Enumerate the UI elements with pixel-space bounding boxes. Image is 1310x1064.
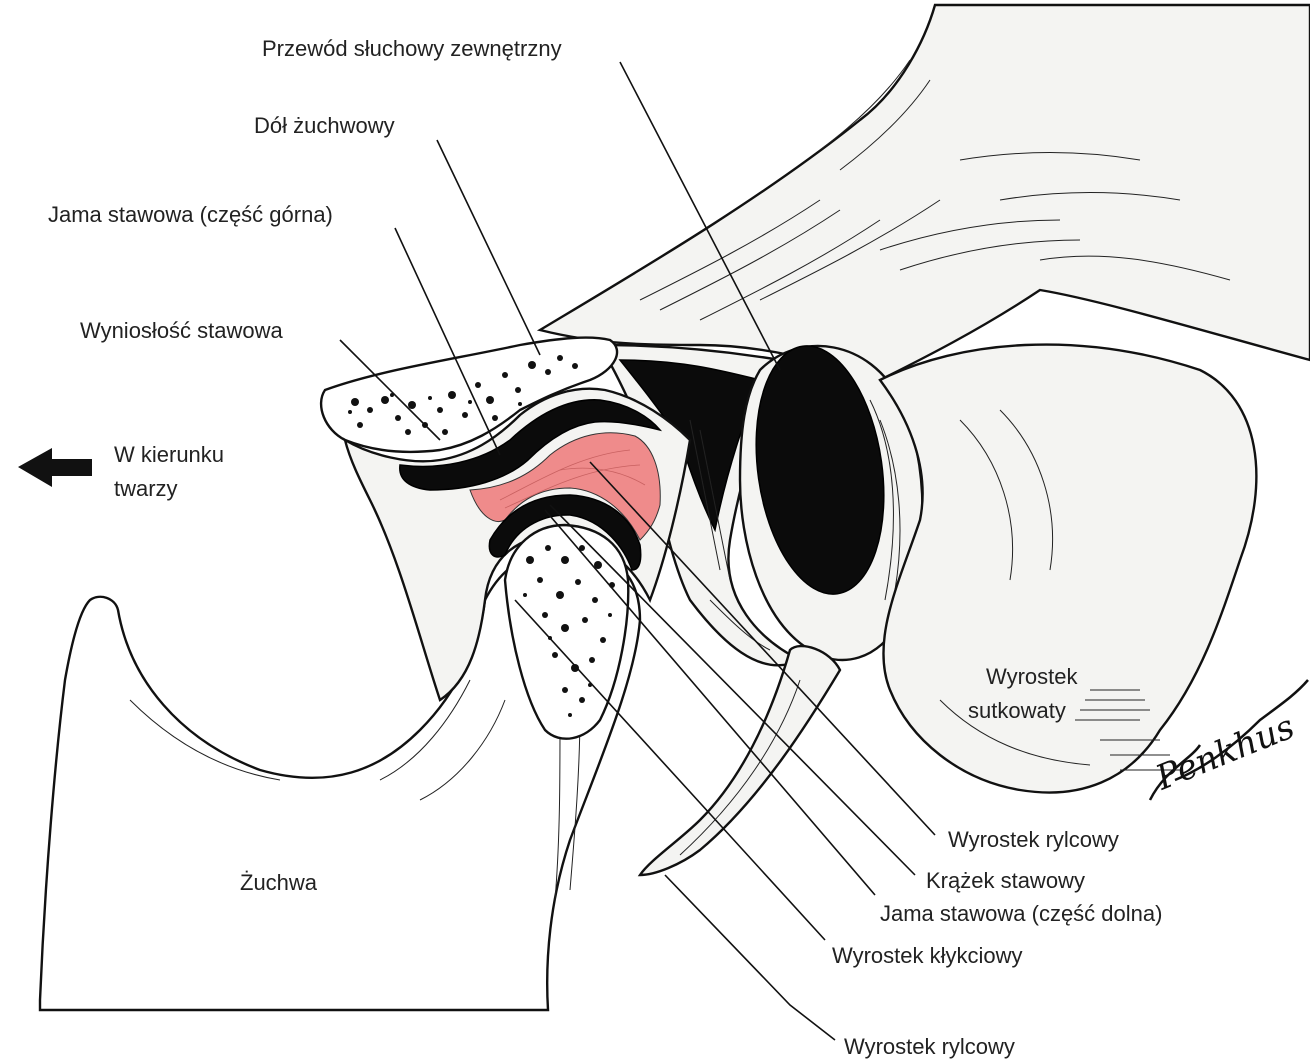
label-upper-joint-cavity: Jama stawowa (część górna) — [48, 202, 333, 227]
label-direction-line1: W kierunku — [114, 442, 224, 467]
label-external-auditory-meatus: Przewód słuchowy zewnętrzny — [262, 36, 562, 61]
label-styloid-upper: Wyrostek rylcowy — [948, 827, 1119, 852]
label-articular-disc: Krążek stawowy — [926, 868, 1085, 893]
leader-mandibular-fossa — [437, 140, 540, 355]
label-mandibular-fossa: Dół żuchwowy — [254, 113, 395, 138]
label-mastoid-line2: sutkowaty — [968, 698, 1066, 723]
leader-styloid-lower — [665, 875, 835, 1040]
styloid-process — [640, 646, 840, 875]
temporal-bone — [540, 5, 1310, 380]
signature-text: Penkhus — [1149, 707, 1300, 799]
label-articular-eminence: Wyniosłość stawowa — [80, 318, 284, 343]
label-styloid-lower: Wyrostek rylcowy — [844, 1034, 1015, 1059]
label-direction-line2: twarzy — [114, 476, 178, 501]
label-mastoid-line1: Wyrostek — [986, 664, 1078, 689]
label-lower-joint-cavity: Jama stawowa (część dolna) — [880, 901, 1162, 926]
mastoid-process — [880, 345, 1256, 793]
label-mandible: Żuchwa — [240, 870, 318, 895]
label-condylar-process: Wyrostek kłykciowy — [832, 943, 1023, 968]
arrow-left-icon — [18, 448, 92, 487]
